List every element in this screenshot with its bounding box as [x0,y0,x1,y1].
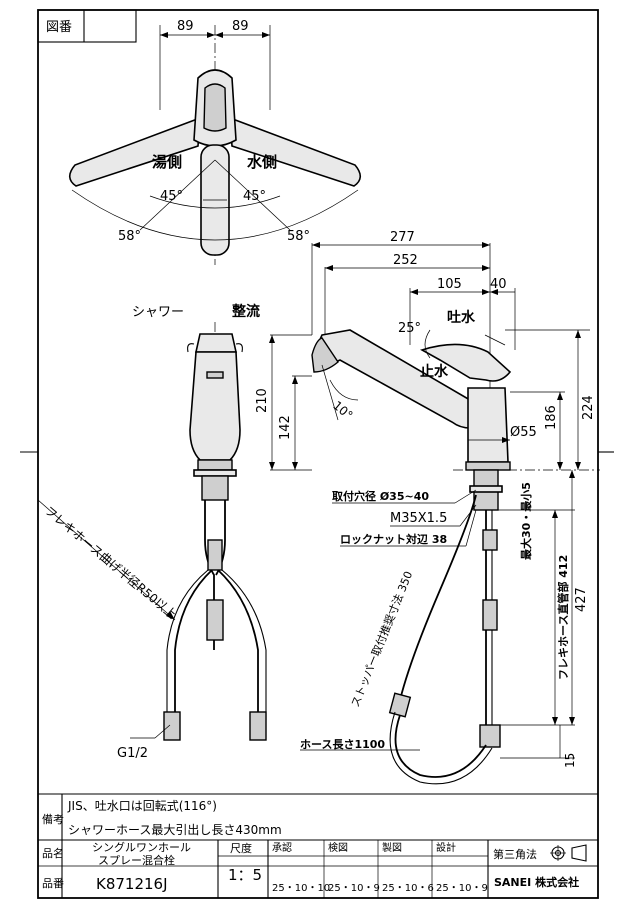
lever-cold-side [229,116,362,187]
designed-date: 25・10・9 [436,883,488,894]
faucet-body-side [467,387,509,463]
company-name: SANEI 株式会社 [494,875,579,889]
hot-side-label: 湯側 [152,153,182,171]
product-number: K871216J [96,875,168,893]
spout-water-label: 吐水 [447,309,476,326]
scale-label: 尺度 [230,841,252,855]
top-view: 89 89 湯側 水側 45° 45° 58° 58° [68,19,362,265]
hose-weight [388,692,412,718]
dim-89-left: 89 [177,19,194,34]
thread-spec: M35X1.5 [390,511,447,526]
drawn-date: 25・10・6 [382,883,434,894]
cold-side-label: 水側 [247,153,277,171]
remarks-line-2: シャワーホース最大引出し長さ430mm [68,823,282,837]
stop-water-label: 止水 [420,363,449,380]
mounting-shank-front [201,475,229,501]
angle-cold-45: 45° [243,189,266,204]
mount-hole-dia: 取付穴径 Ø35~40 [332,489,429,503]
projection-label: 第三角法 [493,847,537,861]
checked-label: 検図 [328,841,348,854]
flex-bend-radius-note: フレキホース曲げ半径R50以上 [42,504,179,622]
locknut-spec: ロックナット対辺 38 [340,532,447,546]
approved-label: 承認 [272,841,292,854]
dim-427: 427 [574,587,589,612]
approved-date: 25・10・10 [272,883,330,894]
faucet-body-front [189,351,241,461]
inlet-fitting-hot [163,711,181,741]
product-no-label: 品番 [42,877,64,890]
remarks-label: 備考 [42,813,64,826]
stopper-dim: ストッパー取付推奨寸法 350 [348,569,415,709]
drawing-number-label: 図番 [46,20,72,35]
spout-head-front [195,333,237,353]
product-name-line-1: シングルワンホール [92,840,191,854]
dim-224: 224 [581,395,596,420]
dia-55: Ø55 [510,425,537,440]
dim-40: 40 [490,277,507,292]
inlet-fitting-cold [249,711,267,741]
checked-date: 25・10・9 [328,883,380,894]
angle-cold-58: 58° [287,229,310,244]
dim-105: 105 [437,277,462,292]
drawn-label: 製図 [382,841,402,854]
side-view: 277 252 105 40 25° 吐水 止水 10° [255,230,600,471]
third-angle-projection-icon [550,844,587,862]
drawing-number-box [37,9,137,43]
angle-hot-45: 45° [160,189,183,204]
angle-hot-58: 58° [118,229,141,244]
hose-straight: フレキホース直管部 412 [556,555,570,680]
angle-10: 10° [330,398,355,422]
dim-186: 186 [544,405,559,430]
dim-15: 15 [563,753,577,768]
lever-side [419,343,512,382]
dim-277: 277 [390,230,415,245]
scale-value: 1：5 [228,866,262,884]
straight-flow-label: 整流 [231,303,260,320]
lever-hot-side [68,116,201,187]
title-block: 備考 JIS、吐水口は回転式(116°) シャワーホース最大引出し長さ430mm… [38,793,598,898]
max-thickness: 最大30・最小5 [519,482,533,560]
product-name-line-2: スプレー混合栓 [98,853,175,867]
inlet-fitting-side [479,724,501,748]
g-thread-label: G1/2 [117,746,148,761]
dim-210: 210 [255,388,270,413]
dim-252: 252 [393,253,418,268]
front-view: シャワー 整流 フレキホース曲げ半径R50以上 G1/2 [37,303,267,761]
sheet-border [37,9,599,899]
remarks-line-1: JIS、吐水口は回転式(116°) [67,799,217,813]
designed-label: 設計 [436,841,456,854]
dim-89-right: 89 [232,19,249,34]
angle-25: 25° [398,321,421,336]
installation-view: 取付穴径 Ø35~40 M35X1.5 ロックナット対辺 38 最大30・最小5… [300,469,589,785]
dim-142: 142 [278,415,293,440]
hose-length: ホース長さ1100 [300,738,385,751]
shower-label: シャワー [132,305,184,320]
product-name-label: 品名 [42,846,64,860]
spray-head-side [311,337,339,373]
